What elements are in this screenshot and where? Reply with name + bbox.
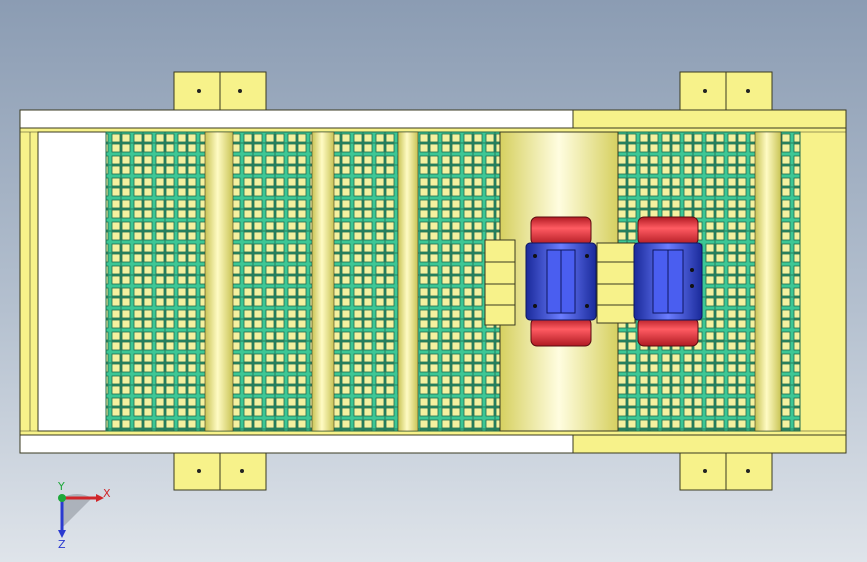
- vibration-motor-2[interactable]: [633, 216, 703, 347]
- mounting-bracket-top-left[interactable]: [173, 71, 267, 111]
- cross-rod-2[interactable]: [311, 131, 335, 432]
- motor-mount-plate[interactable]: [484, 239, 636, 326]
- cross-rod-3[interactable]: [397, 131, 419, 432]
- vibration-motor-1[interactable]: [525, 216, 597, 347]
- axis-x-label: X: [103, 487, 111, 500]
- cross-rod-4[interactable]: [754, 131, 782, 432]
- axis-y-label: Y: [57, 480, 65, 493]
- axis-z-label: Z: [58, 538, 66, 550]
- mounting-bracket-bottom-left[interactable]: [173, 451, 267, 491]
- cross-rod-1[interactable]: [204, 131, 234, 432]
- axis-triad: X Y Z: [57, 480, 111, 550]
- mounting-bracket-bottom-right[interactable]: [679, 451, 773, 491]
- mounting-bracket-top-right[interactable]: [679, 71, 773, 111]
